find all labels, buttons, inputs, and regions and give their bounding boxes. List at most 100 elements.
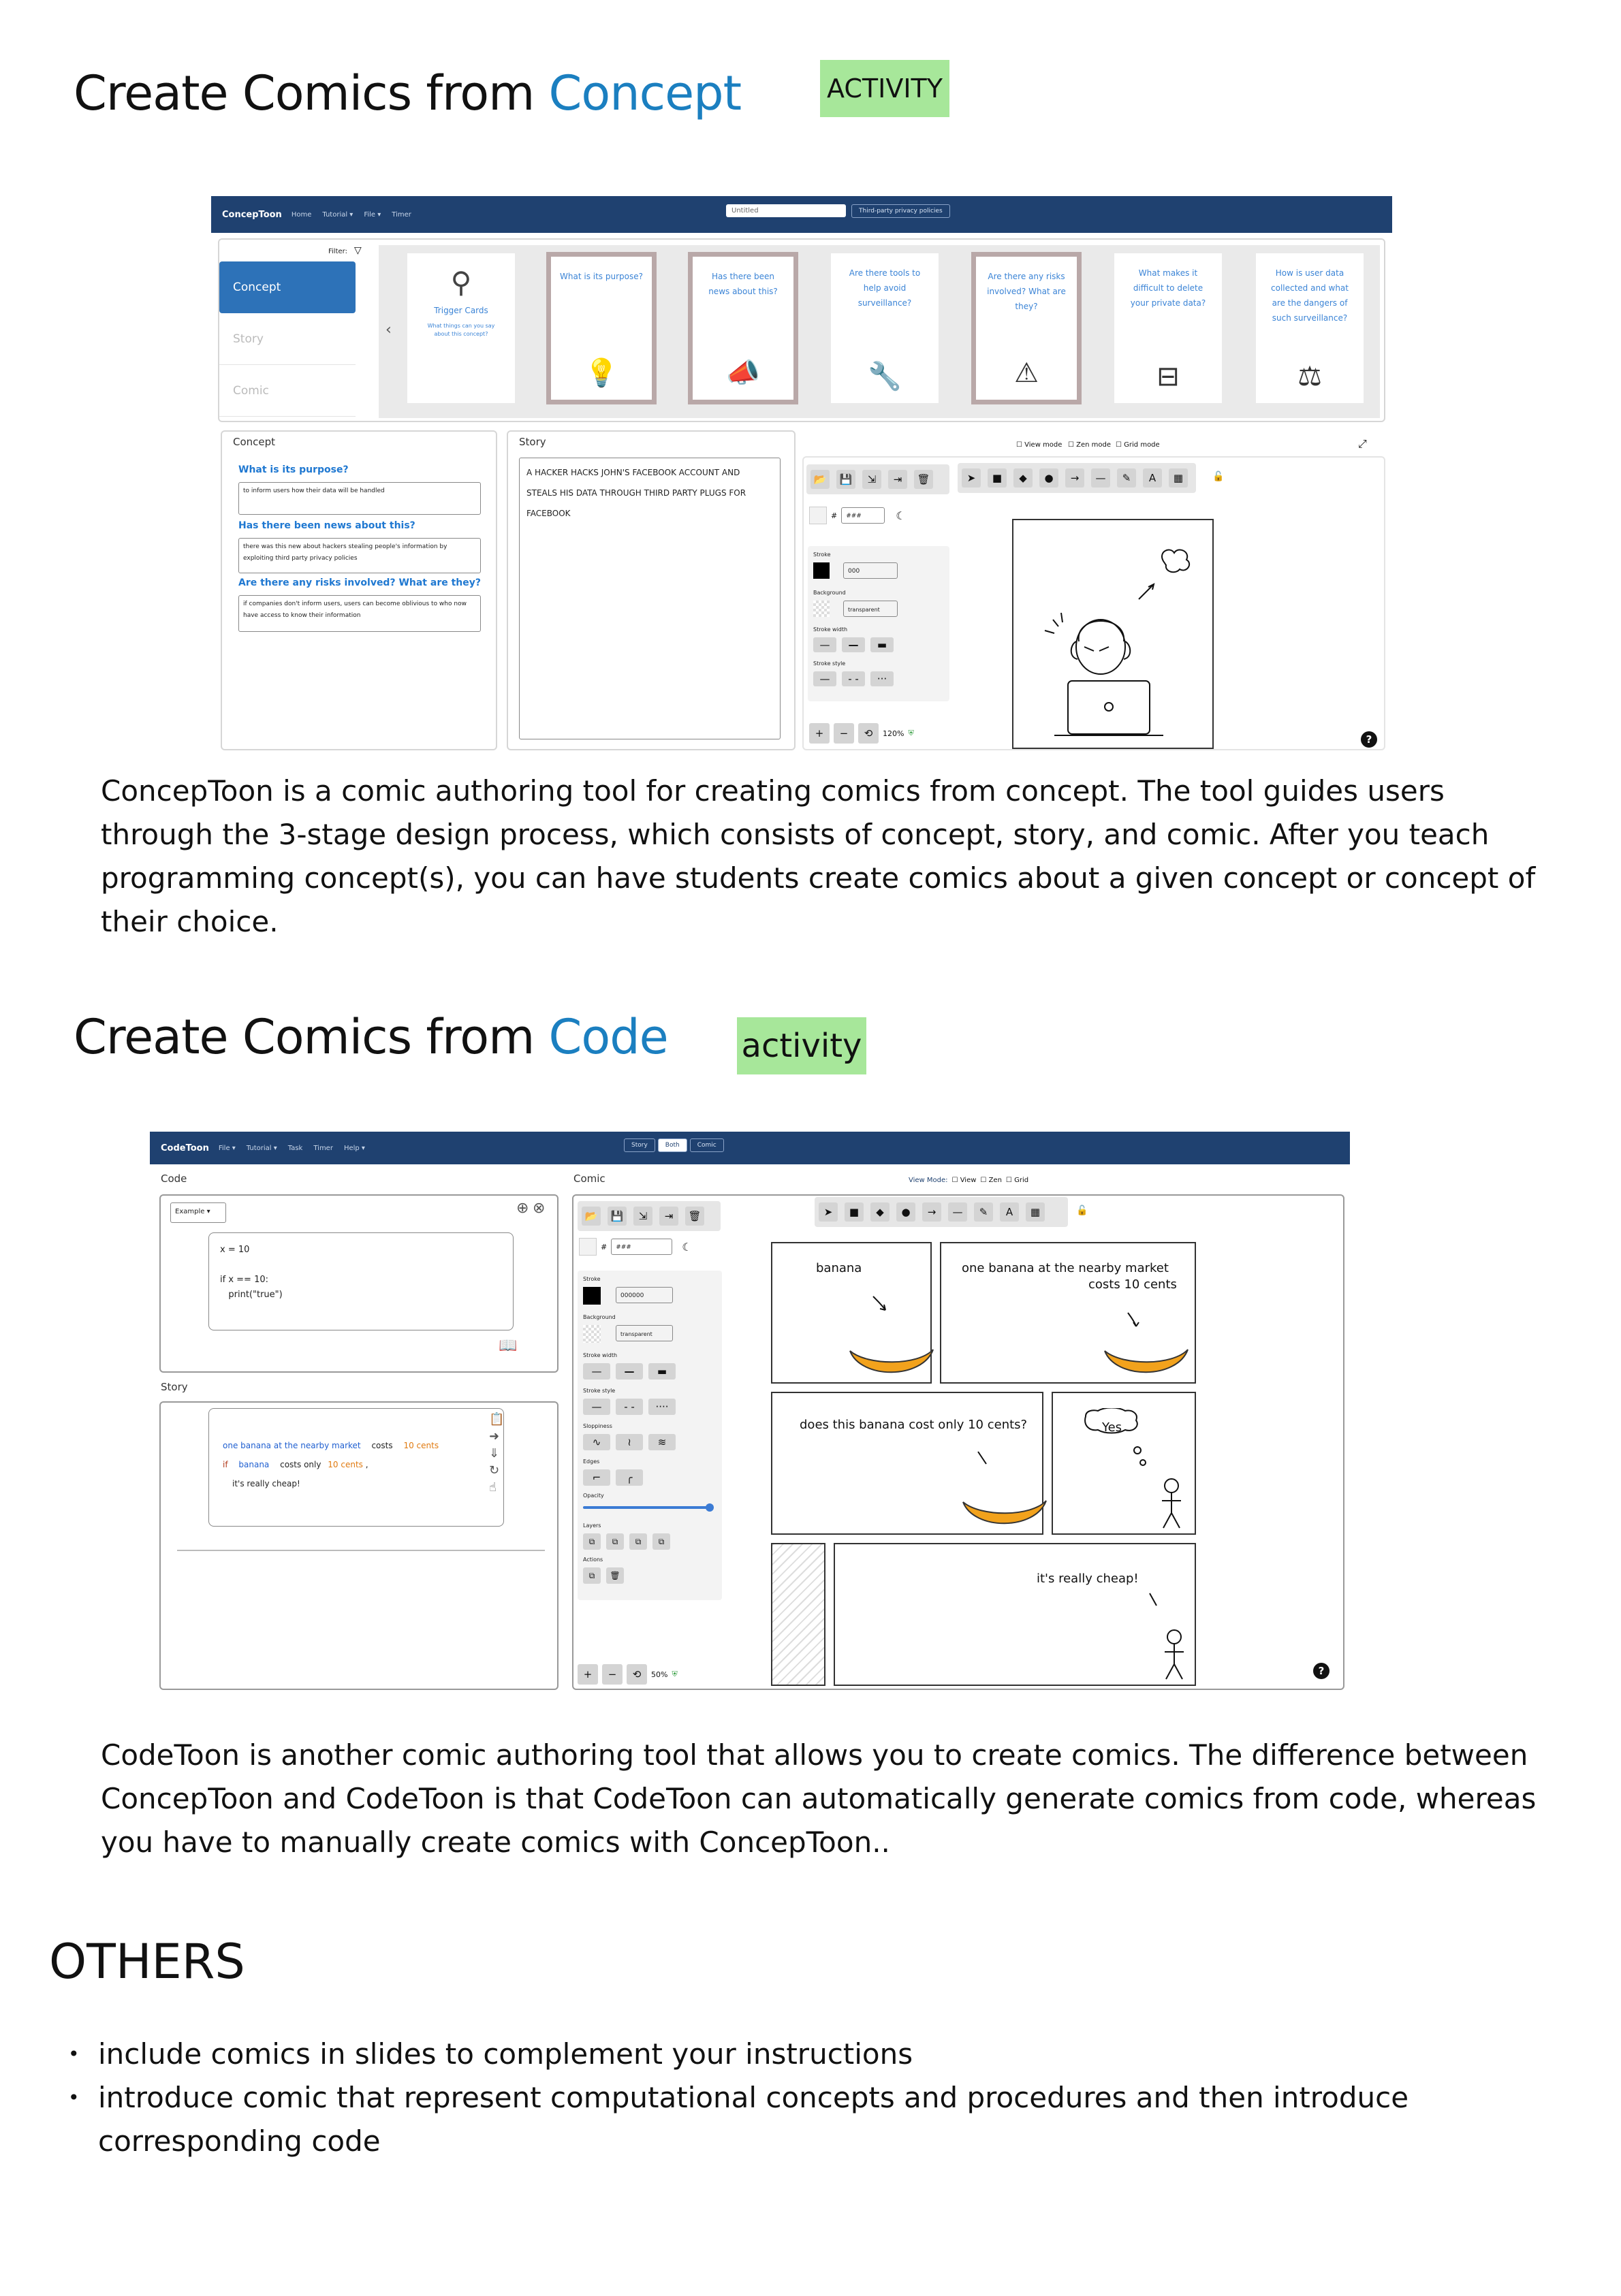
concept-a2-field[interactable]: there was this new about hackers stealin…: [238, 538, 481, 573]
opacity-slider-handle[interactable]: [706, 1503, 714, 1512]
nav-file[interactable]: File ▾: [218, 1144, 236, 1152]
background-input[interactable]: transparent: [616, 1325, 673, 1341]
zoom-reset-icon[interactable]: ⟲: [627, 1664, 647, 1685]
bring-front-icon[interactable]: ⧉: [652, 1533, 670, 1550]
text-tool-icon[interactable]: A: [1000, 1202, 1019, 1222]
diamond-tool-icon[interactable]: ◆: [1013, 468, 1033, 488]
grid-option[interactable]: ☐ Grid: [1005, 1177, 1029, 1184]
stroke-swatch[interactable]: [813, 562, 830, 579]
story-token[interactable]: banana: [238, 1460, 270, 1469]
zoom-out-icon[interactable]: −: [602, 1664, 623, 1685]
stroke-thin-option[interactable]: —: [583, 1363, 610, 1380]
nav-timer[interactable]: Timer: [313, 1144, 333, 1152]
library-tool-icon[interactable]: ▦: [1026, 1202, 1045, 1222]
privacy-policies-button[interactable]: Third-party privacy policies: [851, 204, 950, 218]
stroke-input[interactable]: 000000: [616, 1287, 673, 1303]
stroke-thick-option[interactable]: ▬: [870, 637, 894, 652]
book-icon[interactable]: 📖: [499, 1337, 518, 1354]
moon-icon[interactable]: ☾: [682, 1240, 692, 1254]
view-tab-comic[interactable]: Comic: [689, 1138, 724, 1152]
stroke-medium-option[interactable]: —: [616, 1363, 643, 1380]
concept-a1-field[interactable]: to inform users how their data will be h…: [238, 482, 481, 515]
nav-help[interactable]: Help ▾: [343, 1144, 365, 1152]
rectangle-tool-icon[interactable]: ■: [845, 1202, 864, 1222]
help-icon[interactable]: ?: [1361, 731, 1377, 748]
dotted-style-option[interactable]: ···: [870, 671, 894, 686]
add-icon[interactable]: ⊕: [516, 1200, 529, 1217]
delete-icon[interactable]: 🗑: [606, 1567, 624, 1584]
ellipse-tool-icon[interactable]: ●: [896, 1202, 915, 1222]
lock-icon[interactable]: 🔓: [1076, 1205, 1088, 1216]
stroke-thick-option[interactable]: ▬: [648, 1363, 676, 1380]
pencil-tool-icon[interactable]: ✎: [974, 1202, 993, 1222]
nav-file[interactable]: File ▾: [364, 210, 381, 219]
dotted-style-option[interactable]: ····: [648, 1399, 676, 1415]
filter-icon[interactable]: ▽: [354, 245, 362, 256]
grid-mode-checkbox[interactable]: ☐ Grid mode: [1116, 441, 1160, 449]
ellipse-tool-icon[interactable]: ●: [1039, 468, 1058, 488]
save-icon[interactable]: 💾: [608, 1207, 627, 1226]
trash-icon[interactable]: 🗑: [914, 470, 933, 489]
sloppiness-mid-option[interactable]: ≀: [616, 1434, 643, 1450]
solid-style-option[interactable]: —: [813, 671, 836, 686]
stroke-thin-option[interactable]: —: [813, 637, 836, 652]
share-icon[interactable]: ⇥: [659, 1207, 678, 1226]
zoom-in-icon[interactable]: +: [809, 723, 830, 744]
background-input[interactable]: transparent: [843, 601, 898, 617]
dashed-style-option[interactable]: - -: [842, 671, 865, 686]
background-swatch[interactable]: [813, 601, 830, 617]
view-option[interactable]: ☐ View: [951, 1177, 977, 1184]
story-token[interactable]: costs only: [280, 1460, 321, 1469]
card-purpose[interactable]: What is its purpose? 💡: [546, 252, 657, 404]
clipboard-icon[interactable]: 📋: [489, 1412, 505, 1426]
title-input[interactable]: Untitled: [726, 204, 846, 217]
moon-icon[interactable]: ☾: [896, 509, 906, 522]
tab-concept[interactable]: Concept: [219, 261, 356, 313]
solid-style-option[interactable]: —: [583, 1399, 610, 1415]
nav-task[interactable]: Task: [287, 1144, 303, 1152]
send-back-icon[interactable]: ⧉: [583, 1533, 601, 1550]
story-editor[interactable]: one banana at the nearby market costs 10…: [208, 1408, 504, 1527]
stroke-input[interactable]: 000: [843, 562, 898, 579]
card-trigger[interactable]: ⚲ Trigger Cards What things can you say …: [406, 252, 516, 404]
lock-icon[interactable]: 🔓: [1212, 471, 1225, 482]
export-icon[interactable]: ⇲: [633, 1207, 652, 1226]
color-hex-input[interactable]: ###: [611, 1239, 673, 1255]
concept-a3-field[interactable]: if companies don't inform users, users c…: [238, 595, 481, 632]
text-tool-icon[interactable]: A: [1143, 468, 1162, 488]
bring-forward-icon[interactable]: ⧉: [629, 1533, 647, 1550]
tab-comic[interactable]: Comic: [219, 365, 356, 417]
zen-mode-checkbox[interactable]: ☐ Zen mode: [1068, 441, 1112, 449]
nav-tutorial[interactable]: Tutorial ▾: [246, 1144, 277, 1152]
select-tool-icon[interactable]: ➤: [819, 1202, 838, 1222]
stroke-swatch[interactable]: [583, 1287, 601, 1305]
background-swatch[interactable]: [583, 1325, 601, 1343]
select-tool-icon[interactable]: ➤: [962, 468, 981, 488]
story-token[interactable]: one banana at the nearby market: [223, 1441, 361, 1450]
story-token[interactable]: costs: [371, 1441, 393, 1450]
concepttoon-brand[interactable]: ConcepToon: [222, 209, 282, 220]
open-icon[interactable]: 📂: [810, 470, 830, 489]
code-editor[interactable]: x = 10 if x == 10: print("true"): [208, 1232, 514, 1330]
card-tools[interactable]: Are there tools to help avoid surveillan…: [830, 252, 940, 404]
nav-timer[interactable]: Timer: [392, 210, 411, 219]
refresh-icon[interactable]: ↻: [489, 1463, 500, 1478]
pointer-icon[interactable]: ☝: [489, 1480, 497, 1495]
sloppiness-high-option[interactable]: ≋: [648, 1434, 676, 1450]
story-token[interactable]: if: [223, 1460, 228, 1469]
rectangle-tool-icon[interactable]: ■: [988, 468, 1007, 488]
line-tool-icon[interactable]: —: [1091, 468, 1110, 488]
arrow-right-icon[interactable]: ➜: [489, 1429, 500, 1444]
color-swatch[interactable]: [579, 1238, 597, 1256]
line-tool-icon[interactable]: —: [948, 1202, 967, 1222]
save-icon[interactable]: 💾: [836, 470, 855, 489]
codetoon-brand[interactable]: CodeToon: [161, 1143, 209, 1153]
arrow-down-icon[interactable]: ⇓: [489, 1446, 500, 1461]
trash-icon[interactable]: 🗑: [685, 1207, 704, 1226]
filter-label[interactable]: Filter:: [328, 248, 347, 255]
view-tab-story[interactable]: Story: [624, 1138, 655, 1152]
chevron-left-icon[interactable]: ‹: [385, 321, 392, 338]
share-icon[interactable]: ⇥: [888, 470, 907, 489]
card-surveillance[interactable]: How is user data collected and what are …: [1255, 252, 1365, 404]
sloppiness-low-option[interactable]: ∿: [583, 1434, 610, 1450]
